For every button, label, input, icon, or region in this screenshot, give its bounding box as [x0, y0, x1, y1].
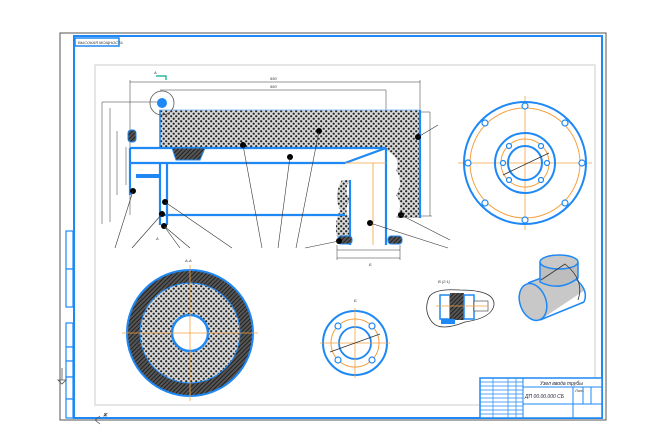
view-b-flange: Б — [320, 298, 390, 378]
section-mark-bottom: А — [155, 236, 159, 241]
isometric-tee-view — [518, 254, 587, 322]
section-mark-top: А — [153, 70, 157, 75]
title-block-designation: ДП 00.00.000 СБ — [524, 394, 565, 400]
left-strip — [65, 230, 74, 419]
ucs-icon[interactable]: X — [57, 368, 108, 425]
title-block-letter: Лит. — [574, 388, 584, 393]
view-mark: Б — [369, 262, 372, 267]
title-block-name: Узел ввода трубы — [540, 381, 583, 387]
svg-text:560: 560 — [270, 84, 277, 89]
title-block: Узел ввода трубы ДП 00.00.000 СБ Лит. — [479, 377, 603, 419]
corner-stamp-text: ВЫСОКАЯ МОЩНОСТЬ — [78, 40, 123, 45]
svg-text:650: 650 — [270, 76, 277, 81]
section-a-a-label: А-А — [184, 258, 192, 263]
section-a-a-view: А-А — [122, 258, 258, 401]
detail-c-label: В (2:1) — [438, 279, 451, 284]
svg-text:X: X — [103, 412, 107, 417]
flange-view-large — [458, 96, 592, 230]
main-section-view: 650 560 — [100, 70, 460, 267]
detail-c-view: В (2:1) — [426, 279, 495, 328]
view-b-label: Б — [354, 298, 357, 303]
corner-stamp: ВЫСОКАЯ МОЩНОСТЬ — [74, 37, 123, 47]
